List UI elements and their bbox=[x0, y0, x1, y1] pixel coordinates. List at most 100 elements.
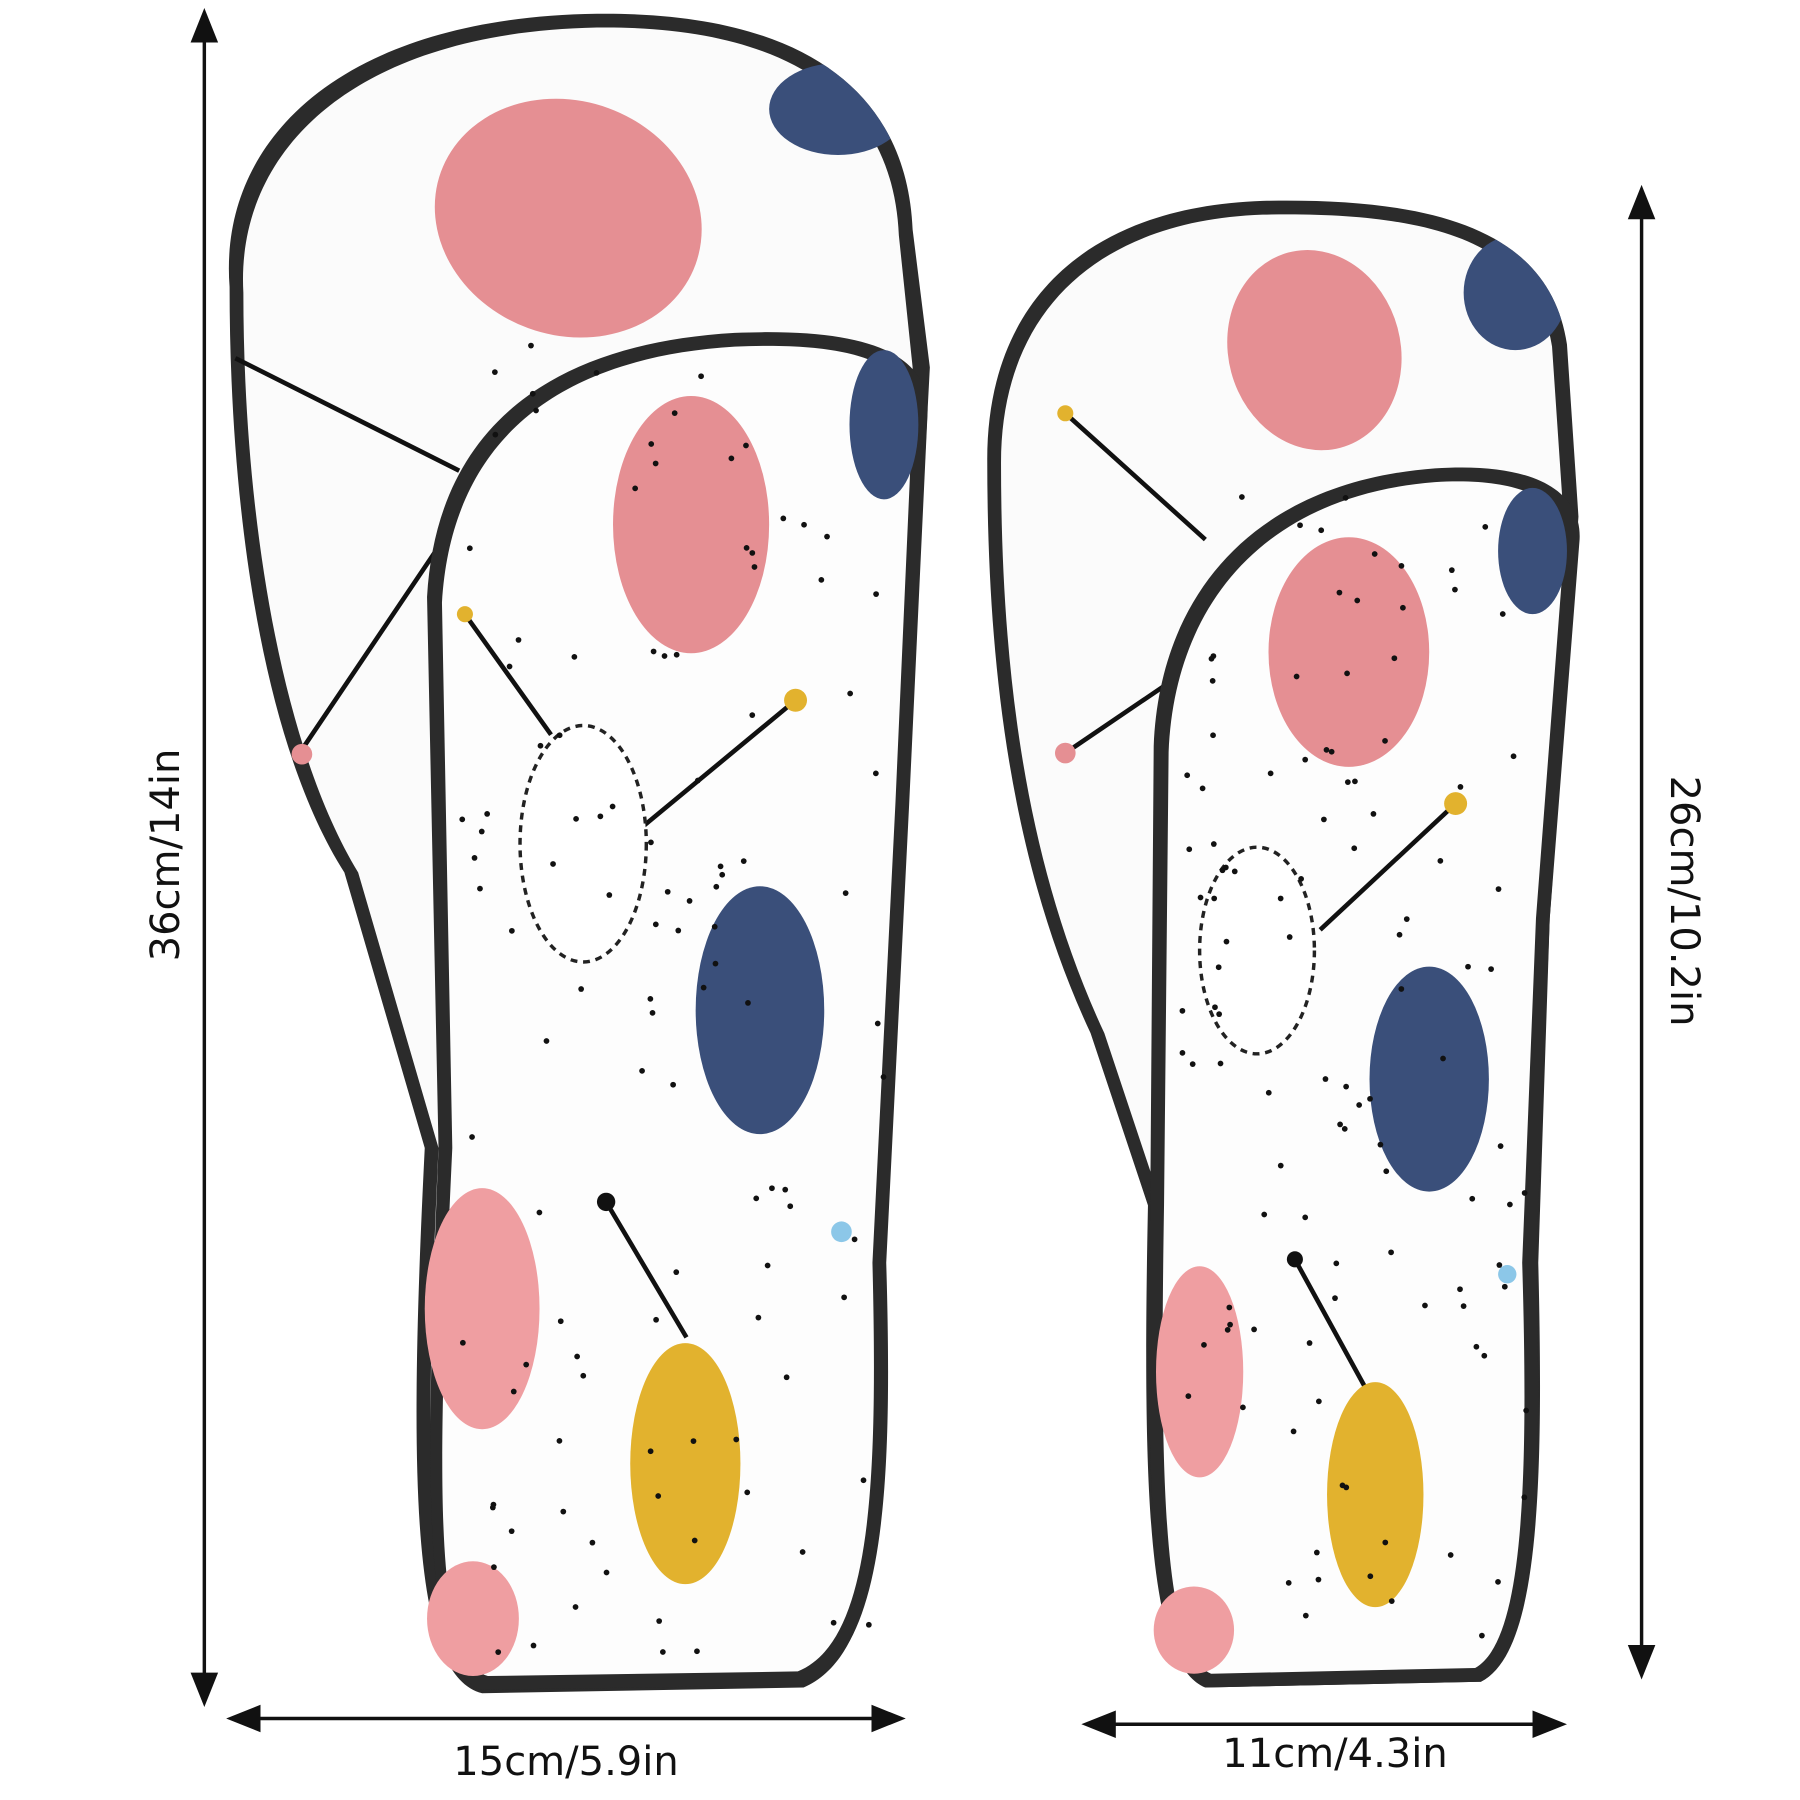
pattern-dot bbox=[1497, 1143, 1504, 1150]
pattern-dot bbox=[648, 839, 654, 846]
pattern-dot bbox=[1186, 846, 1193, 853]
pattern-dot bbox=[1265, 1089, 1272, 1096]
pattern-dot bbox=[749, 550, 756, 556]
pattern-dot bbox=[1344, 779, 1351, 786]
pattern-dot bbox=[659, 1649, 666, 1655]
pattern-dot bbox=[744, 1489, 751, 1496]
pattern-dot bbox=[1285, 1580, 1292, 1586]
pattern-dot bbox=[652, 921, 659, 928]
pattern-dot bbox=[824, 533, 830, 540]
pattern-dot bbox=[755, 1314, 762, 1321]
pattern-dot bbox=[671, 410, 678, 416]
pattern-dot bbox=[1261, 1211, 1268, 1218]
pattern-dot bbox=[865, 1621, 872, 1628]
pattern-dot bbox=[1224, 1327, 1231, 1333]
pattern-dot bbox=[606, 892, 613, 898]
pattern-dot bbox=[749, 712, 756, 718]
pattern-dot bbox=[1437, 858, 1444, 864]
pattern-dot bbox=[745, 1000, 751, 1006]
pattern-dot bbox=[1382, 1539, 1389, 1546]
pattern-dot bbox=[578, 986, 585, 992]
pattern-dot bbox=[1208, 655, 1215, 662]
pattern-dot bbox=[1211, 895, 1218, 902]
large-height-label: 36cm/14in bbox=[143, 748, 189, 962]
pattern-dot bbox=[1333, 1260, 1340, 1267]
pattern-dot bbox=[1354, 597, 1361, 604]
pattern-dot bbox=[1344, 670, 1350, 677]
pattern-dot bbox=[533, 407, 539, 414]
pattern-dot bbox=[649, 1010, 656, 1016]
pattern-dot bbox=[1210, 732, 1216, 739]
pattern-dot bbox=[1337, 1121, 1343, 1128]
pattern-dot bbox=[690, 1438, 697, 1444]
pattern-dot bbox=[495, 1649, 502, 1655]
pattern-dot bbox=[1501, 1283, 1508, 1290]
pattern-dot bbox=[556, 1437, 563, 1444]
pattern-dot bbox=[528, 342, 534, 349]
pattern-dot bbox=[484, 811, 491, 817]
pattern-dot bbox=[550, 861, 556, 867]
pattern-dot bbox=[842, 890, 849, 897]
pattern-dot bbox=[466, 545, 473, 552]
pattern-dot bbox=[515, 637, 522, 643]
pattern-dot bbox=[1277, 1162, 1284, 1169]
pattern-dot bbox=[717, 863, 724, 870]
pattern-dot bbox=[1197, 894, 1204, 901]
pattern-dot bbox=[478, 828, 485, 835]
pattern-dot bbox=[1510, 753, 1517, 760]
pattern-dot bbox=[1231, 868, 1238, 875]
pattern-dot bbox=[1422, 1302, 1428, 1309]
pattern-dot bbox=[847, 690, 854, 697]
pattern-dot bbox=[1440, 1055, 1446, 1062]
pattern-dot bbox=[1184, 772, 1191, 779]
pattern-dot bbox=[1388, 1598, 1395, 1604]
pattern-dot bbox=[1341, 1125, 1348, 1132]
pattern-dot bbox=[1352, 778, 1358, 785]
pattern-dot bbox=[459, 1339, 466, 1346]
pattern-dot bbox=[1403, 916, 1410, 922]
pattern-dot bbox=[572, 1604, 579, 1610]
pattern-dot bbox=[673, 651, 680, 658]
pattern-dot bbox=[769, 1185, 775, 1192]
pattern-dot bbox=[1217, 1060, 1224, 1067]
pattern-dot bbox=[647, 996, 654, 1002]
pattern-dot bbox=[506, 663, 513, 670]
pattern-dot bbox=[691, 1537, 698, 1544]
pattern-dot bbox=[698, 373, 704, 380]
pattern-dot bbox=[1448, 567, 1455, 574]
pattern-dot bbox=[874, 1020, 881, 1027]
pattern-dot bbox=[740, 858, 747, 864]
pattern-dot bbox=[1452, 586, 1458, 593]
pattern-dot bbox=[1302, 1214, 1309, 1221]
pattern-dot bbox=[471, 855, 478, 861]
pattern-dot bbox=[1488, 966, 1494, 972]
pattern-dot bbox=[1223, 938, 1230, 945]
pattern-dot bbox=[560, 1508, 567, 1515]
pattern-dot bbox=[469, 1134, 475, 1140]
pattern-dot bbox=[603, 1569, 610, 1576]
pattern-dot bbox=[1383, 1168, 1390, 1175]
pattern-dot bbox=[1391, 655, 1398, 662]
pattern-dot bbox=[1240, 1404, 1246, 1411]
pattern-dot bbox=[700, 984, 707, 991]
pattern-dot bbox=[492, 431, 499, 438]
pattern-dot bbox=[1521, 1190, 1528, 1196]
pattern-dot bbox=[851, 1236, 858, 1243]
pattern-dot bbox=[573, 815, 579, 822]
pattern-dot bbox=[743, 544, 750, 551]
pattern-dot bbox=[589, 1539, 596, 1546]
large-width-label: 15cm/5.9in bbox=[453, 1739, 679, 1785]
small-height-label: 26cm/10.2in bbox=[1661, 775, 1707, 1027]
pattern-dot bbox=[571, 653, 578, 660]
pattern-dot bbox=[782, 1186, 789, 1193]
pattern-dot bbox=[694, 777, 701, 784]
pattern-dot bbox=[743, 442, 749, 449]
pattern-dot bbox=[1482, 523, 1489, 530]
pattern-dot bbox=[508, 1528, 515, 1535]
pattern-dot bbox=[530, 1642, 537, 1649]
pattern-dot bbox=[556, 732, 563, 739]
pattern-dot bbox=[799, 1549, 806, 1555]
pattern-dot bbox=[1277, 895, 1284, 902]
pattern-dot bbox=[1215, 964, 1222, 971]
pattern-dot bbox=[711, 923, 718, 930]
